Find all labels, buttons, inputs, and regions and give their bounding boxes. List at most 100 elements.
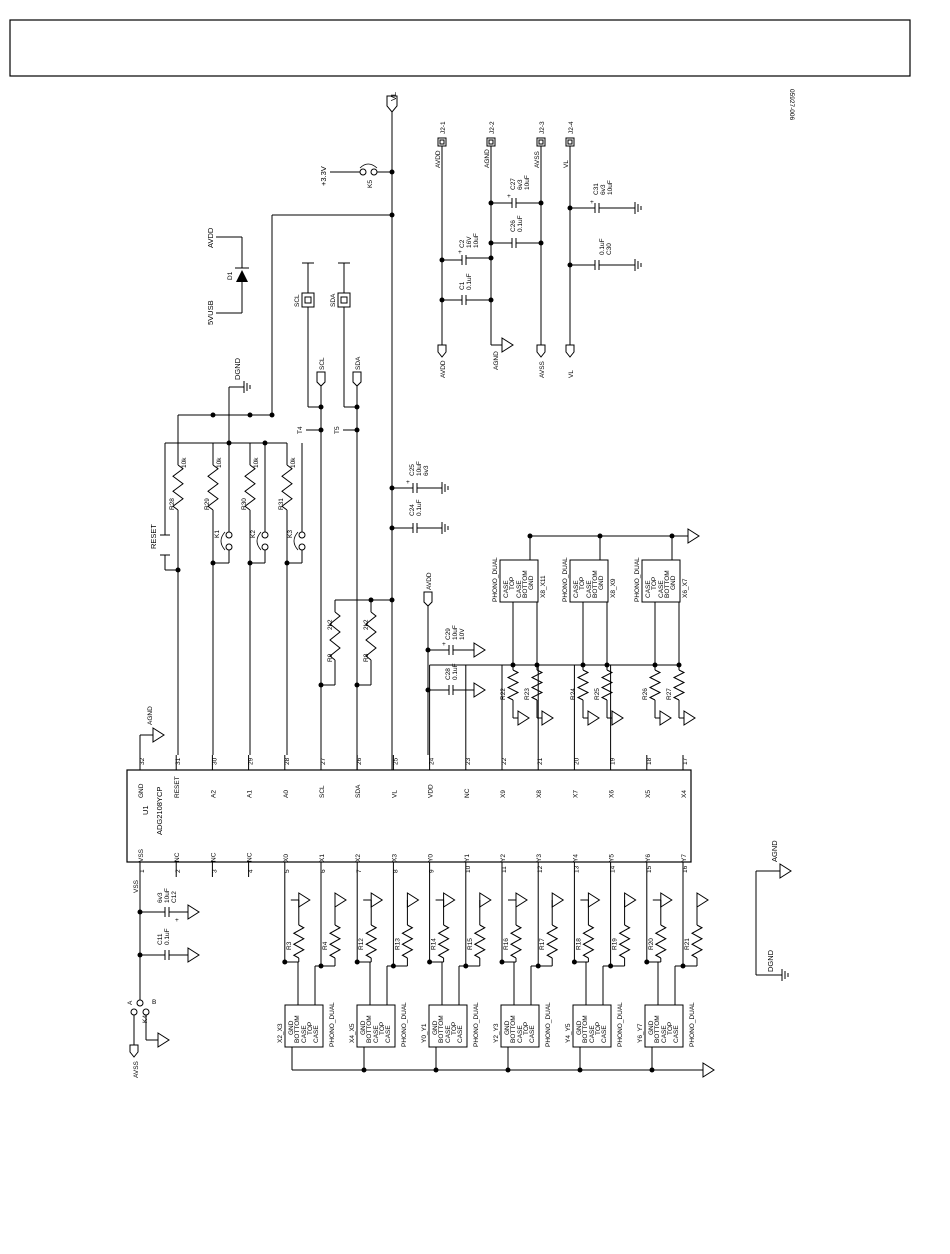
ic-pin-bottom: 3NC: [210, 852, 218, 877]
svg-text:AVSS: AVSS: [534, 150, 541, 168]
svg-text:VSS: VSS: [138, 848, 145, 862]
svg-text:4: 4: [248, 869, 255, 873]
svg-text:CASE: CASE: [601, 1025, 608, 1043]
svg-text:VDD: VDD: [428, 784, 435, 798]
svg-text:AVDD: AVDD: [435, 150, 442, 168]
svg-text:TOP: TOP: [379, 1022, 386, 1035]
svg-text:10uF: 10uF: [452, 625, 459, 640]
svg-text:CASE: CASE: [661, 1025, 668, 1043]
svg-text:28: 28: [284, 757, 291, 765]
svg-text:AVDD: AVDD: [440, 360, 447, 378]
svg-text:10uF: 10uF: [164, 888, 171, 903]
svg-text:11: 11: [501, 866, 508, 873]
vl-rail: VL: [386, 92, 398, 770]
svg-text:X8: X8: [536, 790, 543, 798]
svg-text:Y0_Y1: Y0_Y1: [421, 1023, 428, 1043]
svg-text:NC: NC: [174, 852, 181, 862]
svg-text:CASE: CASE: [503, 580, 510, 598]
svg-text:PHONO_DUAL: PHONO_DUAL: [617, 1002, 624, 1047]
svg-text:GND: GND: [670, 575, 677, 590]
svg-text:T4: T4: [297, 426, 304, 434]
svg-text:VL: VL: [391, 790, 398, 798]
svg-text:10k: 10k: [290, 457, 297, 468]
svg-text:J2-1: J2-1: [440, 121, 447, 134]
svg-text:GND: GND: [504, 1020, 511, 1035]
svg-text:Y7: Y7: [681, 854, 688, 862]
svg-text:C30: C30: [606, 243, 613, 255]
svg-text:CASE: CASE: [373, 1025, 380, 1043]
ic-pin-bottom: 5X0: [283, 854, 291, 877]
svg-text:CASE: CASE: [445, 1025, 452, 1043]
svg-text:23: 23: [465, 757, 472, 765]
svg-text:32: 32: [139, 757, 146, 765]
svg-text:BOTTOM: BOTTOM: [366, 1015, 373, 1043]
svg-text:10k: 10k: [181, 457, 188, 468]
svg-text:X3: X3: [391, 854, 398, 862]
svg-text:R28: R28: [169, 498, 176, 510]
svg-text:GND: GND: [432, 1020, 439, 1035]
ic-pin-bottom: 6X1: [319, 854, 327, 877]
svg-text:20: 20: [573, 757, 580, 765]
svg-text:6v3: 6v3: [157, 892, 164, 903]
svg-text:Y1: Y1: [464, 854, 471, 862]
svg-text:Y2_Y3: Y2_Y3: [493, 1023, 500, 1043]
agnd-dgnd-tie: AGND DGND: [755, 840, 792, 981]
svg-text:10uF: 10uF: [416, 461, 423, 476]
svg-text:J2-3: J2-3: [539, 121, 546, 134]
svg-text:TOP: TOP: [451, 1022, 458, 1035]
svg-text:BOTTOM: BOTTOM: [522, 570, 529, 598]
svg-text:PHONO_DUAL: PHONO_DUAL: [492, 557, 499, 602]
svg-text:TOP: TOP: [307, 1022, 314, 1035]
svg-text:VL: VL: [563, 160, 570, 168]
svg-text:X6_X7: X6_X7: [682, 578, 689, 598]
svg-text:SDA: SDA: [355, 784, 362, 798]
svg-text:R9: R9: [327, 653, 334, 662]
svg-text:R23: R23: [524, 688, 531, 700]
svg-text:PHONO_DUAL: PHONO_DUAL: [634, 557, 641, 602]
svg-text:X9: X9: [500, 790, 507, 798]
svg-text:C28: C28: [445, 668, 452, 680]
svg-text:0.1uF: 0.1uF: [452, 663, 459, 680]
svg-text:R29: R29: [204, 498, 211, 510]
svg-text:R18: R18: [575, 938, 582, 950]
svg-text:DGND: DGND: [233, 357, 242, 380]
svg-text:19: 19: [610, 757, 617, 765]
svg-text:D1: D1: [227, 271, 234, 280]
svg-text:10V: 10V: [459, 628, 466, 640]
resistor-r28: R28 10k: [169, 443, 188, 755]
svg-text:2k2: 2k2: [327, 619, 334, 630]
svg-text:AGND: AGND: [484, 149, 491, 168]
svg-text:24: 24: [429, 757, 436, 765]
svg-text:PHONO_DUAL: PHONO_DUAL: [689, 1002, 696, 1047]
svg-text:8: 8: [392, 869, 399, 873]
svg-text:GND: GND: [138, 783, 145, 798]
svg-text:SCL: SCL: [319, 785, 326, 798]
svg-text:SDA: SDA: [355, 356, 362, 370]
svg-text:16: 16: [682, 865, 689, 873]
svg-text:BOTTOM: BOTTOM: [510, 1015, 517, 1043]
svg-text:CASE: CASE: [457, 1025, 464, 1043]
svg-text:29: 29: [248, 757, 255, 765]
svg-text:AGND: AGND: [493, 351, 500, 370]
svg-text:AVDD: AVDD: [206, 227, 215, 248]
link-k3: K3: [287, 443, 306, 564]
svg-text:K5: K5: [367, 180, 374, 188]
svg-text:X4_X5: X4_X5: [349, 1023, 356, 1043]
svg-text:CASE: CASE: [586, 580, 593, 598]
